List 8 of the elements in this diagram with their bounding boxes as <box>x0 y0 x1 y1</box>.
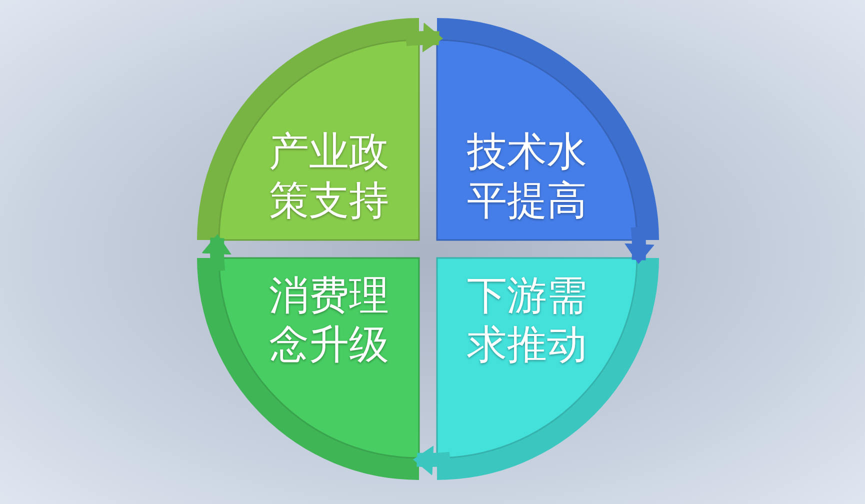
segment-label: 产业政策支持 <box>269 128 390 226</box>
segment-label: 技术水平提高 <box>467 128 588 226</box>
segment-label: 消费理念升级 <box>269 272 390 370</box>
quadrant-segment <box>197 258 419 480</box>
quadrant-segment <box>437 18 659 240</box>
quadrant-segment <box>437 258 659 480</box>
quadrant-segment <box>197 18 419 240</box>
segment-label: 下游需求推动 <box>467 272 588 370</box>
